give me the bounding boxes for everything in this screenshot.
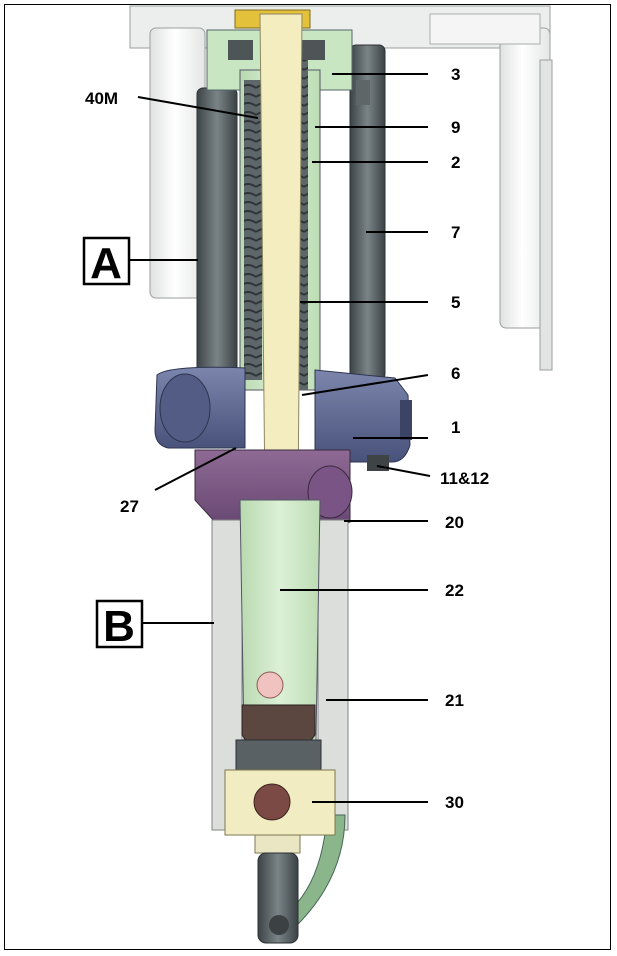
upper-housing	[129, 5, 553, 371]
svg-text:B: B	[103, 602, 135, 651]
inner-body	[239, 499, 321, 741]
callout-1: 1	[451, 418, 460, 437]
callout-2: 2	[451, 153, 460, 172]
callout-22: 22	[445, 581, 464, 600]
callout-20: 20	[445, 513, 464, 532]
leader-6	[301, 374, 429, 396]
callout-11-12: 11&12	[440, 469, 489, 488]
callout-7: 7	[451, 223, 460, 242]
valve-assembly	[224, 671, 336, 944]
leader-11-12	[376, 465, 431, 477]
figure-frame	[4, 4, 611, 950]
callout-30: 30	[445, 793, 464, 812]
boxed-label-a: A	[82, 236, 131, 288]
leader-lines	[130, 73, 431, 803]
callout-3: 3	[451, 65, 460, 84]
callout-27: 27	[120, 497, 139, 516]
plunger-rod	[259, 13, 303, 501]
callout-40m: 40M	[85, 89, 118, 108]
callout-21: 21	[445, 691, 464, 710]
callout-5: 5	[451, 293, 460, 312]
callout-labels: 40M 3 9 2 7 5 6 1 11&12 27 20 22 21 30	[85, 65, 489, 812]
boxed-label-b: B	[95, 599, 144, 651]
svg-text:A: A	[90, 239, 122, 288]
callout-6: 6	[451, 364, 460, 383]
leader-40m	[137, 96, 259, 119]
leader-27	[154, 447, 237, 491]
spring-left	[244, 80, 262, 380]
callout-9: 9	[451, 118, 460, 137]
